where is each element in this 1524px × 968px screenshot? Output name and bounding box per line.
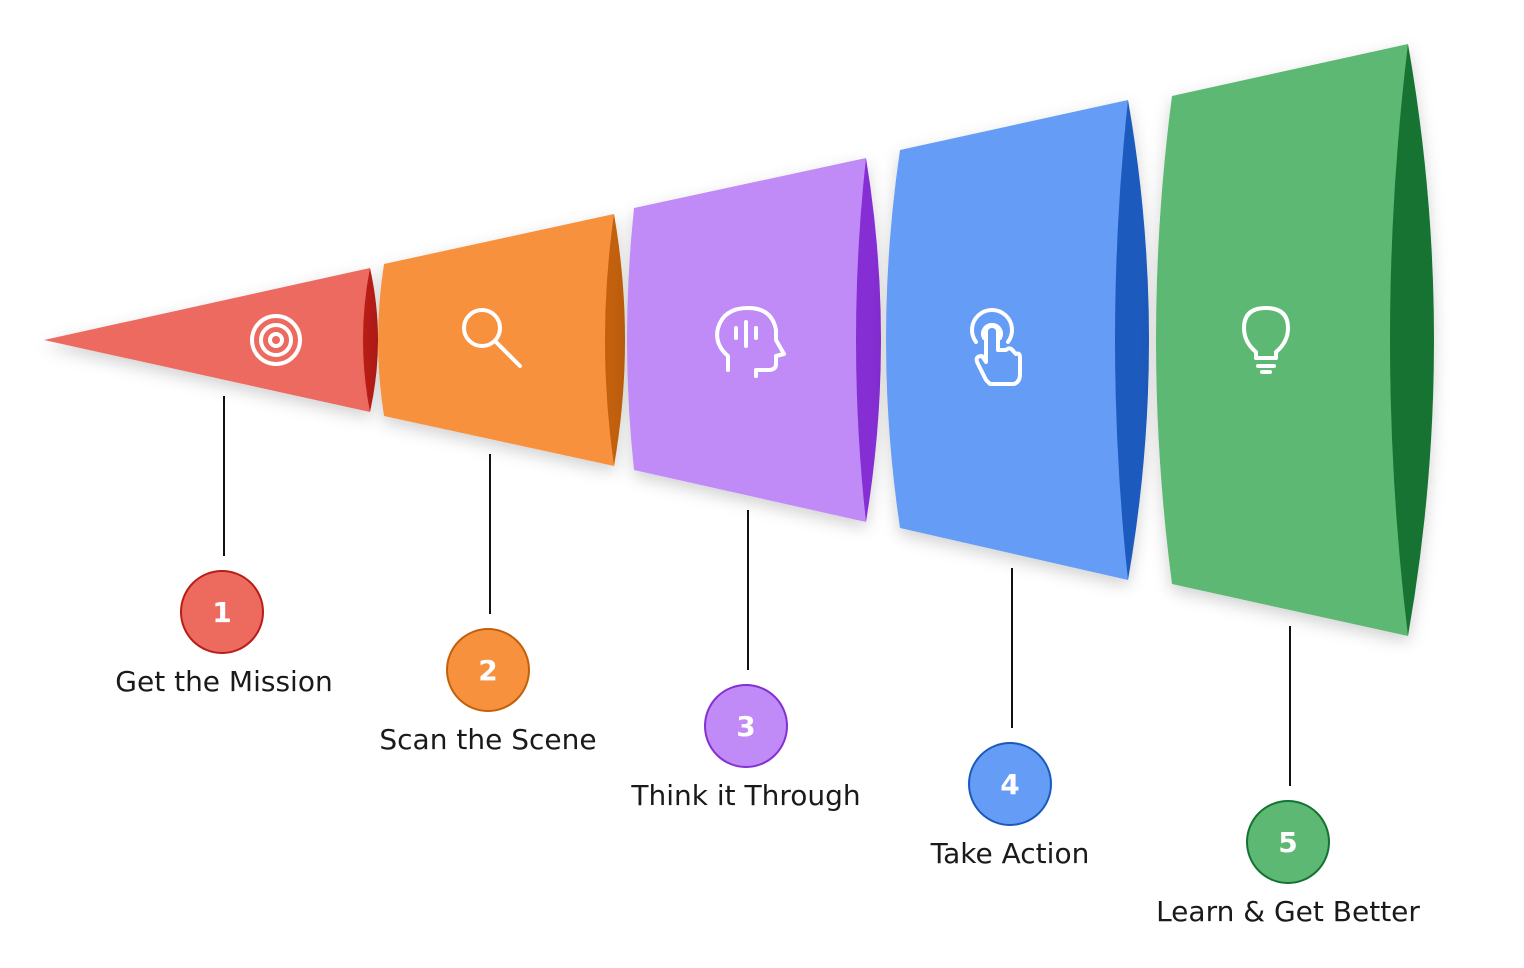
segment-1 — [44, 268, 378, 412]
step-2-number: 2 — [478, 654, 497, 687]
segment-1-end — [363, 268, 378, 412]
segment-2-end — [605, 214, 625, 466]
step-1-label: Get the Mission — [115, 665, 332, 698]
segment-4-end — [1115, 100, 1149, 580]
segment-5 — [1156, 44, 1434, 636]
segment-5-end — [1390, 44, 1434, 636]
segment-5-face — [1156, 44, 1408, 636]
step-5-number: 5 — [1278, 826, 1297, 859]
target-icon — [250, 314, 302, 366]
segment-1-face — [44, 268, 370, 412]
step-3-number: 3 — [736, 710, 755, 743]
segment-3 — [627, 158, 881, 522]
segment-4 — [886, 100, 1149, 580]
step-4-label: Take Action — [930, 837, 1090, 870]
magnifier-icon — [462, 308, 522, 368]
step-2-label: Scan the Scene — [379, 723, 596, 756]
segment-2 — [378, 214, 625, 466]
head-brain-icon — [715, 306, 786, 378]
step-1-badge: 1 — [180, 570, 264, 654]
segment-3-end — [856, 158, 881, 522]
step-3-badge: 3 — [704, 684, 788, 768]
step-3-label: Think it Through — [630, 779, 860, 812]
step-4-number: 4 — [1000, 768, 1019, 801]
lightbulb-icon — [1242, 306, 1290, 374]
step-5-label: Learn & Get Better — [1156, 895, 1420, 928]
step-1-number: 1 — [212, 596, 231, 629]
step-5-badge: 5 — [1246, 800, 1330, 884]
step-4-badge: 4 — [968, 742, 1052, 826]
hand-tap-icon — [970, 308, 1022, 386]
step-2-badge: 2 — [446, 628, 530, 712]
